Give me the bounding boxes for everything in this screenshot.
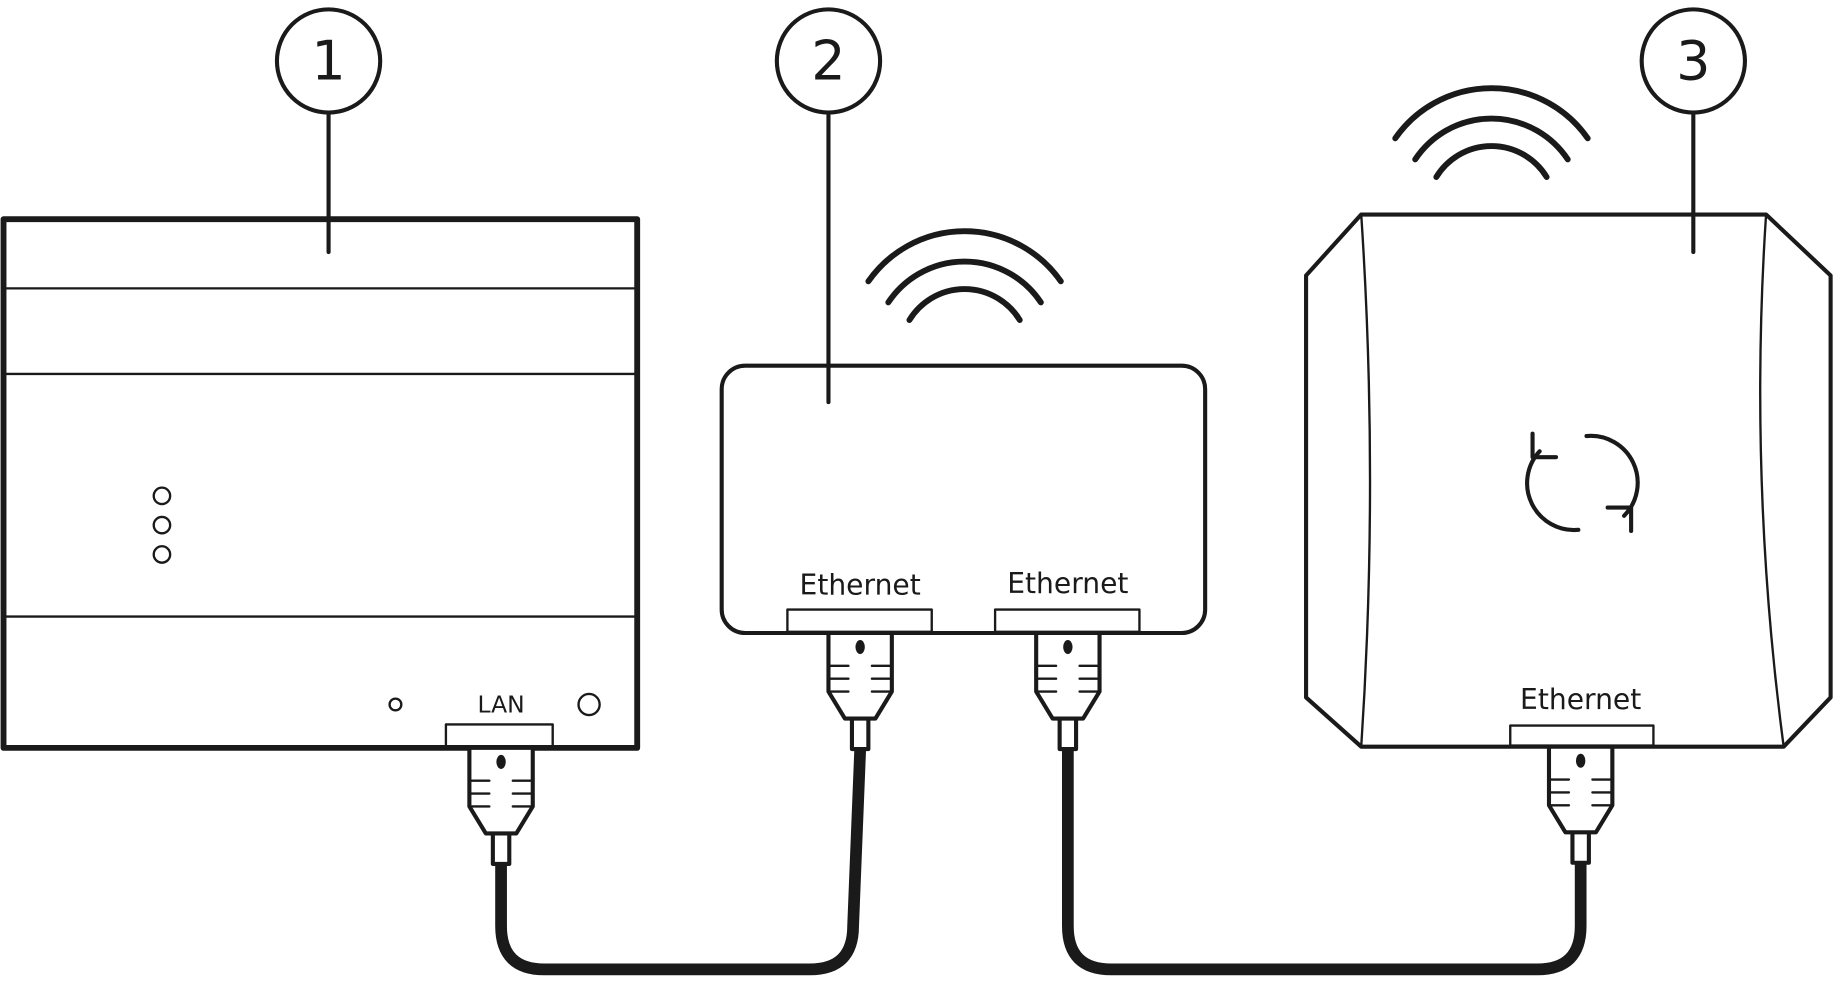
rj45-plug xyxy=(1546,744,1615,865)
rj45-plug xyxy=(1034,630,1102,752)
lan-port xyxy=(444,723,554,748)
callout-3: 3 xyxy=(1639,7,1748,255)
ethernet-port-label: Ethernet xyxy=(1520,683,1641,716)
device-3-reader: Ethernet xyxy=(1304,85,1833,749)
wifi-icon xyxy=(865,228,1064,323)
ethernet-cable xyxy=(495,744,867,976)
callout-2: 2 xyxy=(774,7,883,405)
device-2-access-point: Ethernet Ethernet xyxy=(719,228,1208,636)
power-button xyxy=(577,692,601,717)
wifi-icon xyxy=(1392,85,1591,180)
rj45-plug xyxy=(826,630,894,752)
callout-number: 3 xyxy=(1676,30,1710,93)
ethernet-port xyxy=(786,608,933,633)
led-indicators xyxy=(152,486,172,564)
ethernet-port-label: Ethernet xyxy=(1007,567,1128,600)
refresh-icon xyxy=(1525,431,1640,534)
ethernet-port xyxy=(1509,724,1655,747)
callout-number: 2 xyxy=(811,30,845,93)
ethernet-cable xyxy=(1061,744,1587,976)
lan-port-label: LAN xyxy=(477,691,524,719)
reset-hole xyxy=(388,697,403,712)
callout-number: 1 xyxy=(311,30,345,93)
ethernet-port-label: Ethernet xyxy=(800,568,921,601)
device-1-controller: LAN xyxy=(0,216,641,751)
ethernet-port xyxy=(993,608,1141,633)
rj45-plug xyxy=(467,745,535,866)
callout-1: 1 xyxy=(274,7,383,255)
